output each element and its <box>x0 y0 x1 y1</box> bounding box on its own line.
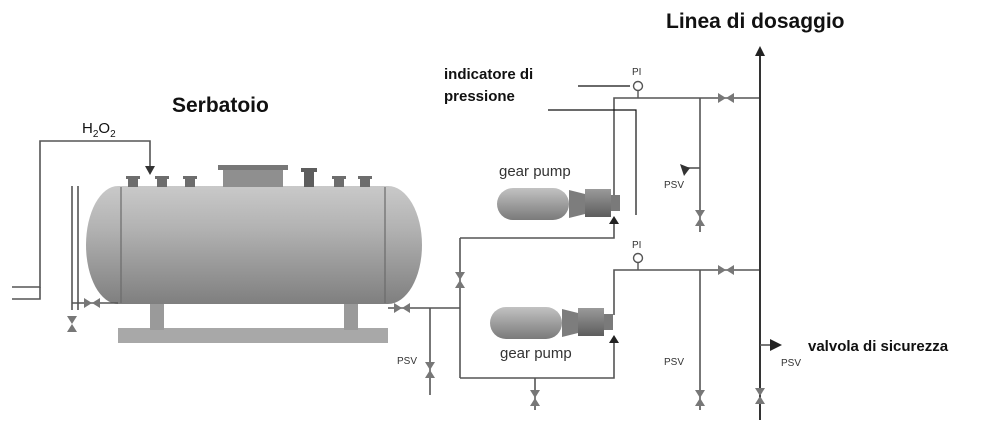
pressure-indicator-leaders <box>548 85 637 215</box>
safety-valve-label: valvola di sicurezza <box>808 338 949 355</box>
storage-tank <box>86 165 422 304</box>
pi-bottom-label: PI <box>632 240 642 251</box>
h2o2-feed-line <box>12 140 155 300</box>
pressure-indicator-label-line2: pressione <box>444 88 515 105</box>
pressure-indicator-label-line1: indicatore di <box>444 66 534 83</box>
psv-upper-label: PSV <box>664 180 685 191</box>
pi-top-label: PI <box>632 67 642 78</box>
h2o2-label: H2O2 <box>82 120 116 140</box>
gear-pump-top-label: gear pump <box>499 163 571 180</box>
dosing-line-title: Linea di dosaggio <box>666 10 845 33</box>
psv-left-label: PSV <box>397 356 418 367</box>
dosing-line <box>755 46 782 420</box>
gear-pump-top <box>497 188 620 224</box>
tank-supports <box>118 298 388 343</box>
tank-drain-line <box>67 186 118 332</box>
discharge-lines <box>613 80 760 410</box>
gear-pump-bottom-label: gear pump <box>500 345 572 362</box>
gear-pump-bottom <box>490 307 619 343</box>
psv-right-label: PSV <box>781 358 802 369</box>
psv-lower-label: PSV <box>664 357 685 368</box>
tank-title: Serbatoio <box>172 94 269 117</box>
suction-header <box>388 220 615 410</box>
